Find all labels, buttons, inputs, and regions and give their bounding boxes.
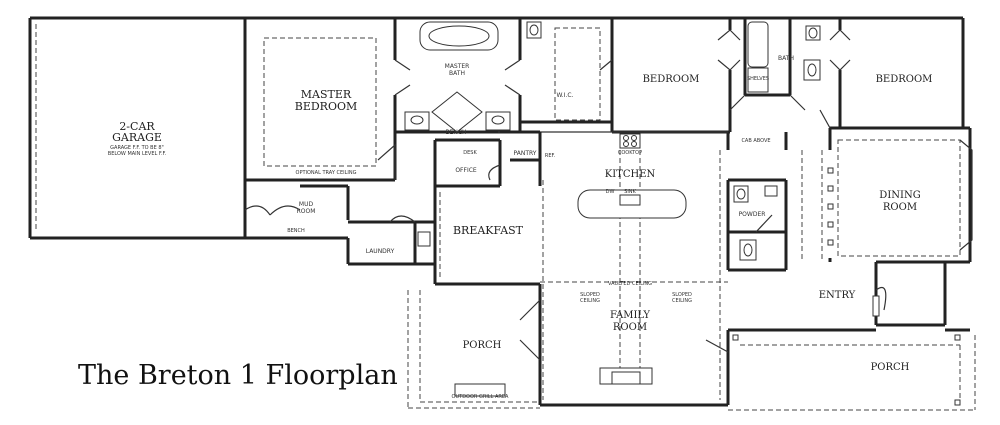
cab-above-label: CAB ABOVE: [741, 138, 770, 144]
laundry-label: LAUNDRY: [366, 248, 395, 255]
master-bath-label-2: BATH: [449, 70, 465, 77]
garage-label-1: 2-CAR: [119, 120, 155, 133]
master-bath-bench: BENCH: [445, 129, 466, 136]
sloped-ceiling-right-2: CEILING: [672, 298, 692, 304]
interior-walls: [243, 18, 963, 284]
mud-room-label-1: MUD: [299, 201, 314, 208]
sloped-ceiling-left-1: SLOPED: [580, 292, 600, 298]
cooktop-label: COOKTOP: [618, 150, 642, 156]
garage-note-2: BELOW MAIN LEVEL F.F.: [108, 151, 167, 157]
breakfast-label: BREAKFAST: [453, 224, 524, 237]
powder-label: POWDER: [739, 211, 766, 218]
porch-left-label: PORCH: [463, 340, 502, 351]
desk-label: DESK: [463, 150, 477, 156]
ceiling-lines: [35, 24, 976, 411]
bath-label: BATH: [778, 55, 794, 62]
sink-label: SINK: [624, 189, 636, 195]
master-bedroom-label-1: MASTER: [301, 88, 352, 101]
ref-label: REF.: [545, 153, 556, 159]
master-bedroom-label-2: BEDROOM: [295, 100, 358, 113]
garage-note-1: GARAGE F.F. TO BE 8": [110, 145, 164, 151]
master-bedroom-note: OPTIONAL TRAY CEILING: [296, 170, 357, 176]
floorplan-title: The Breton 1 Floorplan: [78, 360, 398, 391]
family-room-label-1: FAMILY: [610, 310, 650, 321]
entry-label: ENTRY: [819, 290, 856, 301]
doors: [244, 29, 973, 361]
family-room-label-2: ROOM: [613, 322, 647, 333]
mud-room-label-2: ROOM: [297, 208, 316, 215]
kitchen-label: KITCHEN: [605, 169, 656, 180]
room-labels: 2-CAR GARAGE GARAGE F.F. TO BE 8" BELOW …: [108, 55, 933, 400]
sloped-ceiling-left-2: CEILING: [580, 298, 600, 304]
bedroom-left-label: BEDROOM: [643, 74, 700, 85]
bedroom-right-label: BEDROOM: [876, 74, 933, 85]
garage-label-2: GARAGE: [112, 131, 162, 144]
exterior-walls: [28, 16, 972, 407]
shelves-label: SHELVES: [747, 76, 769, 82]
dw-label: DW: [606, 189, 615, 195]
porch-right-label: PORCH: [871, 362, 910, 373]
pantry-label: PANTRY: [514, 150, 537, 157]
dining-room-label-1: DINING: [879, 190, 920, 201]
wic-label: W.I.C.: [557, 92, 574, 99]
vaulted-ceiling-label: VAULTED CEILING: [608, 281, 652, 287]
mud-room-bench: BENCH: [287, 228, 305, 234]
fixtures: [404, 21, 961, 406]
office-label: OFFICE: [455, 167, 477, 174]
dining-room-label-2: ROOM: [883, 202, 917, 213]
sloped-ceiling-right-1: SLOPED: [672, 292, 692, 298]
master-bath-label-1: MASTER: [445, 63, 470, 70]
grill-label: OUTDOOR GRILL AREA: [452, 394, 509, 400]
